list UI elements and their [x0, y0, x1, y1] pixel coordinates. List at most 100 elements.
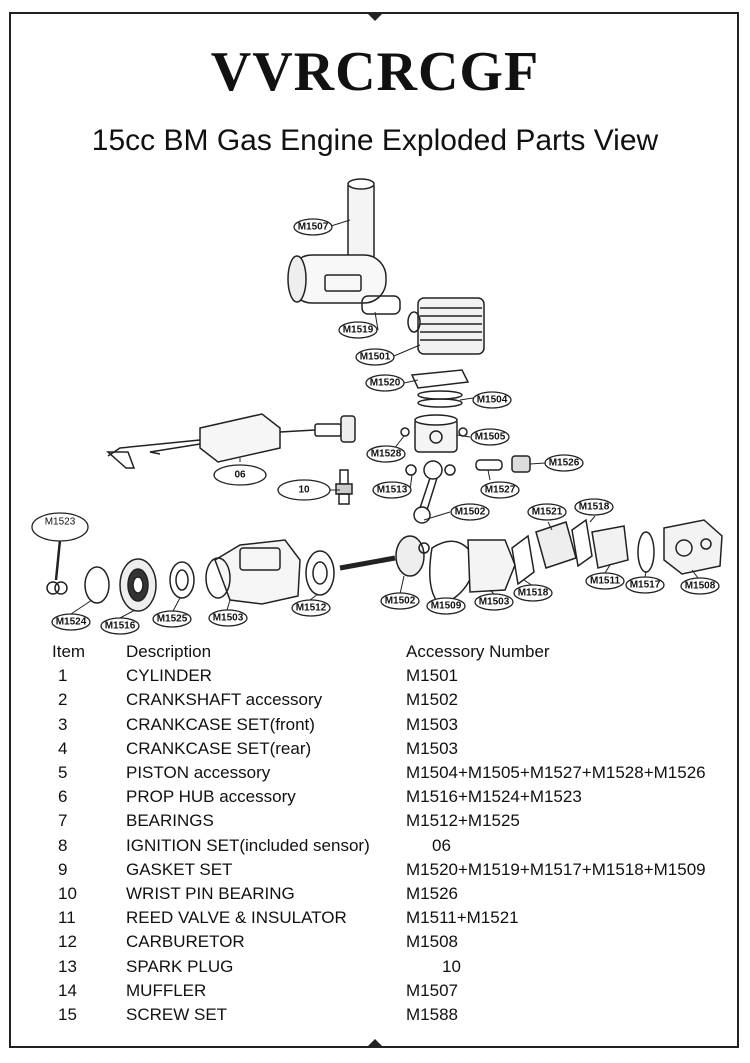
item-accessory: M1501	[406, 666, 458, 686]
item-accessory: M1588	[406, 1004, 458, 1024]
item-number: 15	[58, 1004, 77, 1024]
part-label: M1513	[377, 485, 408, 496]
table-row: 9 GASKET SET M1520+M1519+M1517+M1518+M1509	[52, 858, 736, 882]
part-label: M1511	[590, 576, 620, 587]
item-description: MUFFLER	[126, 980, 207, 1000]
front-bearing-drawing	[169, 561, 195, 599]
part-label: M1521	[532, 507, 563, 518]
muffler-drawing	[287, 178, 387, 304]
item-accessory: 10	[442, 956, 461, 976]
needle-bearing-drawing	[511, 455, 531, 473]
part-label: M1509	[431, 601, 462, 612]
item-description: GASKET SET	[126, 859, 233, 879]
reed-valve-drawing	[535, 521, 577, 569]
item-number: 7	[58, 811, 68, 831]
part-label: M1523	[45, 517, 76, 528]
item-number: 4	[58, 738, 68, 758]
prop-nut-drawing	[46, 539, 68, 595]
table-header-row: Item Description Accessory Number	[52, 640, 736, 664]
item-description: PROP HUB accessory	[126, 787, 296, 807]
table-row: 6 PROP HUB accessory M1516+M1524+M1523	[52, 785, 736, 809]
parts-table: Item Description Accessory Number 1 CYLIN…	[52, 640, 736, 1027]
item-number: 2	[58, 690, 68, 710]
spark-plug-drawing	[335, 469, 353, 505]
part-label: M1507	[298, 222, 329, 233]
item-description: CRANKSHAFT accessory	[126, 690, 323, 710]
part-label: M1501	[360, 352, 391, 363]
item-number: 9	[58, 859, 68, 879]
item-description: SCREW SET	[126, 1004, 228, 1024]
frame-notch-top	[366, 12, 384, 21]
exploded-parts-diagram: M1507 M1519 M1501 M1520 M1504 M1505 M152…	[31, 178, 723, 635]
item-description: SPARK PLUG	[126, 956, 234, 976]
item-description: CRANKCASE SET(front)	[126, 714, 315, 734]
item-accessory: M1503	[406, 714, 458, 734]
item-number: 13	[58, 956, 77, 976]
item-accessory: M1516+M1524+M1523	[406, 787, 582, 807]
table-row: 10 WRIST PIN BEARING M1526	[52, 882, 736, 906]
table-row: 5 PISTON accessory M1504+M1505+M1527+M1528…	[52, 761, 736, 785]
part-label: M1516	[105, 621, 136, 632]
item-description: WRIST PIN BEARING	[126, 883, 295, 903]
ignition-module-drawing	[106, 413, 356, 469]
cylinder-gasket-drawing	[410, 369, 470, 389]
piston-drawing	[414, 414, 458, 453]
rod-washer-right	[444, 464, 456, 476]
table-row: 15 SCREW SET M1588	[52, 1003, 736, 1027]
reed-gasket-drawing	[511, 534, 535, 586]
table-row: 8 IGNITION SET(included sensor) 06	[52, 834, 736, 858]
piston-ring-1	[417, 390, 463, 400]
piston-clip-right	[458, 427, 468, 437]
part-label: M1503	[213, 613, 244, 624]
item-description: CARBURETOR	[126, 932, 245, 952]
part-label: M1520	[370, 378, 401, 389]
item-accessory: M1507	[406, 980, 458, 1000]
rear-bearing-drawing	[305, 550, 335, 596]
item-number: 6	[58, 787, 68, 807]
table-row: 13 SPARK PLUG 10	[52, 954, 736, 978]
item-number: 1	[58, 666, 68, 686]
item-accessory: M1512+M1525	[406, 811, 520, 831]
item-number: 11	[58, 908, 76, 928]
prop-washer-drawing	[84, 566, 110, 604]
item-accessory: M1504+M1505+M1527+M1528+M1526	[406, 763, 706, 783]
part-label: M1527	[485, 485, 516, 496]
table-row: 11 REED VALVE & INSULATOR M1511+M1521	[52, 906, 736, 930]
part-label: M1502	[455, 507, 486, 518]
insulator-gasket-drawing	[571, 518, 593, 568]
table-row: 12 CARBURETOR M1508	[52, 930, 736, 954]
carb-gasket-drawing	[637, 531, 655, 573]
header-description: Description	[126, 642, 212, 662]
wrist-pin-drawing	[475, 459, 503, 471]
item-number: 8	[58, 835, 68, 855]
item-description: CYLINDER	[126, 666, 212, 686]
diagram-subtitle: 15cc BM Gas Engine Exploded Parts View	[91, 124, 659, 157]
part-label: M1503	[479, 597, 510, 608]
item-accessory: M1520+M1519+M1517+M1518+M1509	[406, 859, 706, 879]
item-accessory: M1508	[406, 932, 458, 952]
insulator-drawing	[591, 525, 629, 569]
item-description: IGNITION SET(included sensor)	[126, 835, 370, 855]
item-number: 12	[58, 932, 77, 952]
part-label: M1512	[296, 603, 327, 614]
item-number: 14	[58, 980, 77, 1000]
item-number: 5	[58, 763, 68, 783]
item-accessory: M1502	[406, 690, 458, 710]
crankcase-gasket-drawing	[429, 540, 477, 606]
muffler-gasket-drawing	[361, 295, 401, 315]
item-number: 10	[58, 883, 77, 903]
item-accessory: M1526	[406, 883, 458, 903]
item-description: PISTON accessory	[126, 763, 271, 783]
item-description: REED VALVE & INSULATOR	[126, 908, 347, 928]
part-label: M1528	[371, 449, 402, 460]
table-row: 14 MUFFLER M1507	[52, 979, 736, 1003]
part-label: M1524	[56, 617, 87, 628]
item-description: BEARINGS	[126, 811, 214, 831]
part-label: M1526	[549, 458, 580, 469]
item-accessory: M1511+M1521	[406, 908, 519, 928]
item-accessory: 06	[432, 835, 451, 855]
part-label: M1525	[157, 614, 188, 625]
part-label: M1502	[385, 596, 416, 607]
